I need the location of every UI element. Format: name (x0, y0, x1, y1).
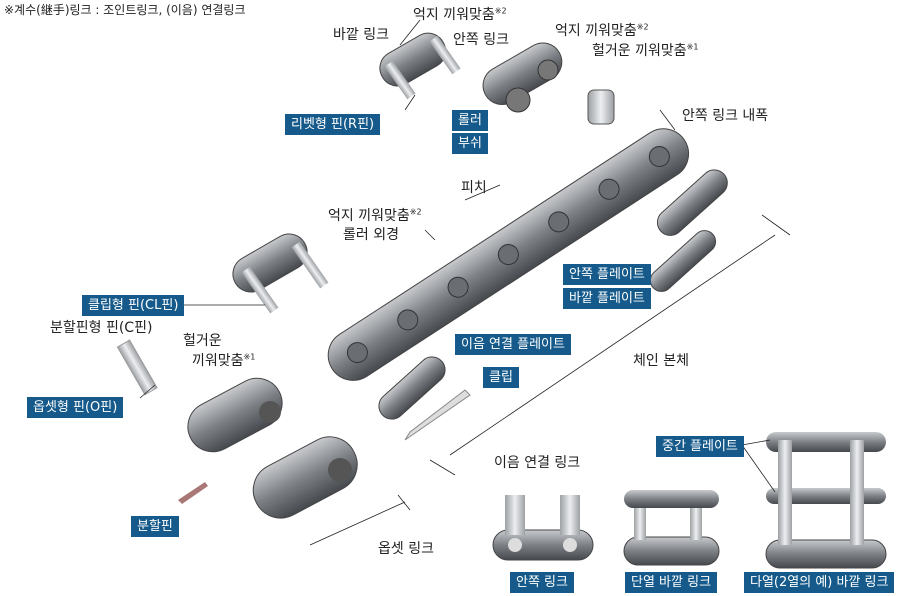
label-single-outer-link: 단열 바깥 링크 (625, 572, 718, 593)
label-chain-body: 체인 본체 (633, 353, 689, 369)
label-loose-fit-b: 끼워맞춤※1 (192, 352, 256, 369)
label-outer-link: 바깥 링크 (333, 27, 389, 43)
label-middle-plate: 중간 플레이트 (656, 436, 744, 457)
offset-link-art (187, 377, 358, 519)
label-pitch: 피치 (461, 180, 487, 196)
single-outer-link-photo (623, 490, 720, 566)
label-roller-diameter: 롤러 외경 (343, 227, 399, 243)
label-connecting-link: 이음 연결 링크 (494, 455, 581, 471)
multi-outer-link-photo (765, 432, 887, 569)
label-cotter-pin-type: 분할핀형 핀(C핀) (50, 320, 153, 336)
label-loose-fit: 헐거운 끼워맞춤※1 (592, 42, 699, 59)
clip-art (404, 389, 471, 441)
label-press-fit: 억지 끼워맞춤※2 (413, 6, 507, 23)
label-connecting-plate: 이음 연결 플레이트 (455, 334, 571, 355)
label-roller: 롤러 (452, 110, 488, 131)
leader-lines (139, 19, 791, 546)
label-inner-link: 안쪽 링크 (453, 32, 509, 48)
label-inner-width: 안쪽 링크 내폭 (682, 108, 769, 124)
offset-pin-art (116, 339, 158, 396)
inner-link-photo (492, 495, 594, 561)
label-inner-plate: 안쪽 플레이트 (563, 264, 651, 285)
label-outer-plate: 바깥 플레이트 (563, 288, 651, 309)
label-inner-link-photo: 안쪽 링크 (510, 572, 574, 593)
connecting-plate-art (378, 356, 446, 420)
cotter-pin-art (178, 482, 208, 504)
clip-pin-link-art (232, 233, 329, 314)
label-rivet-pin: 리벳형 핀(R핀) (285, 114, 381, 135)
label-multi-outer-link: 다열(2열의 예) 바깥 링크 (744, 572, 895, 593)
bushing-art (587, 89, 615, 125)
outer-plate-art (649, 230, 717, 292)
chain-body-art (327, 128, 690, 381)
label-offset-link: 옵셋 링크 (378, 541, 434, 557)
label-cotter-pin: 분할핀 (131, 516, 179, 537)
outer-link-art (379, 32, 461, 100)
label-bushing: 부쉬 (452, 133, 488, 154)
label-clip: 클립 (483, 367, 519, 388)
inner-link-art (482, 42, 563, 113)
inner-plate-art (656, 169, 728, 236)
label-clip-pin: 클립형 핀(CL핀) (82, 295, 185, 316)
label-press-fit: 억지 끼워맞춤※2 (328, 207, 422, 224)
label-offset-pin: 옵셋형 핀(O핀) (27, 397, 124, 418)
header-note: ※계수(継手)링크 : 조인트링크, (이음) 연결링크 (4, 3, 246, 17)
label-press-fit: 억지 끼워맞춤※2 (555, 22, 649, 39)
label-loose-fit-a: 헐거운 (183, 333, 222, 349)
